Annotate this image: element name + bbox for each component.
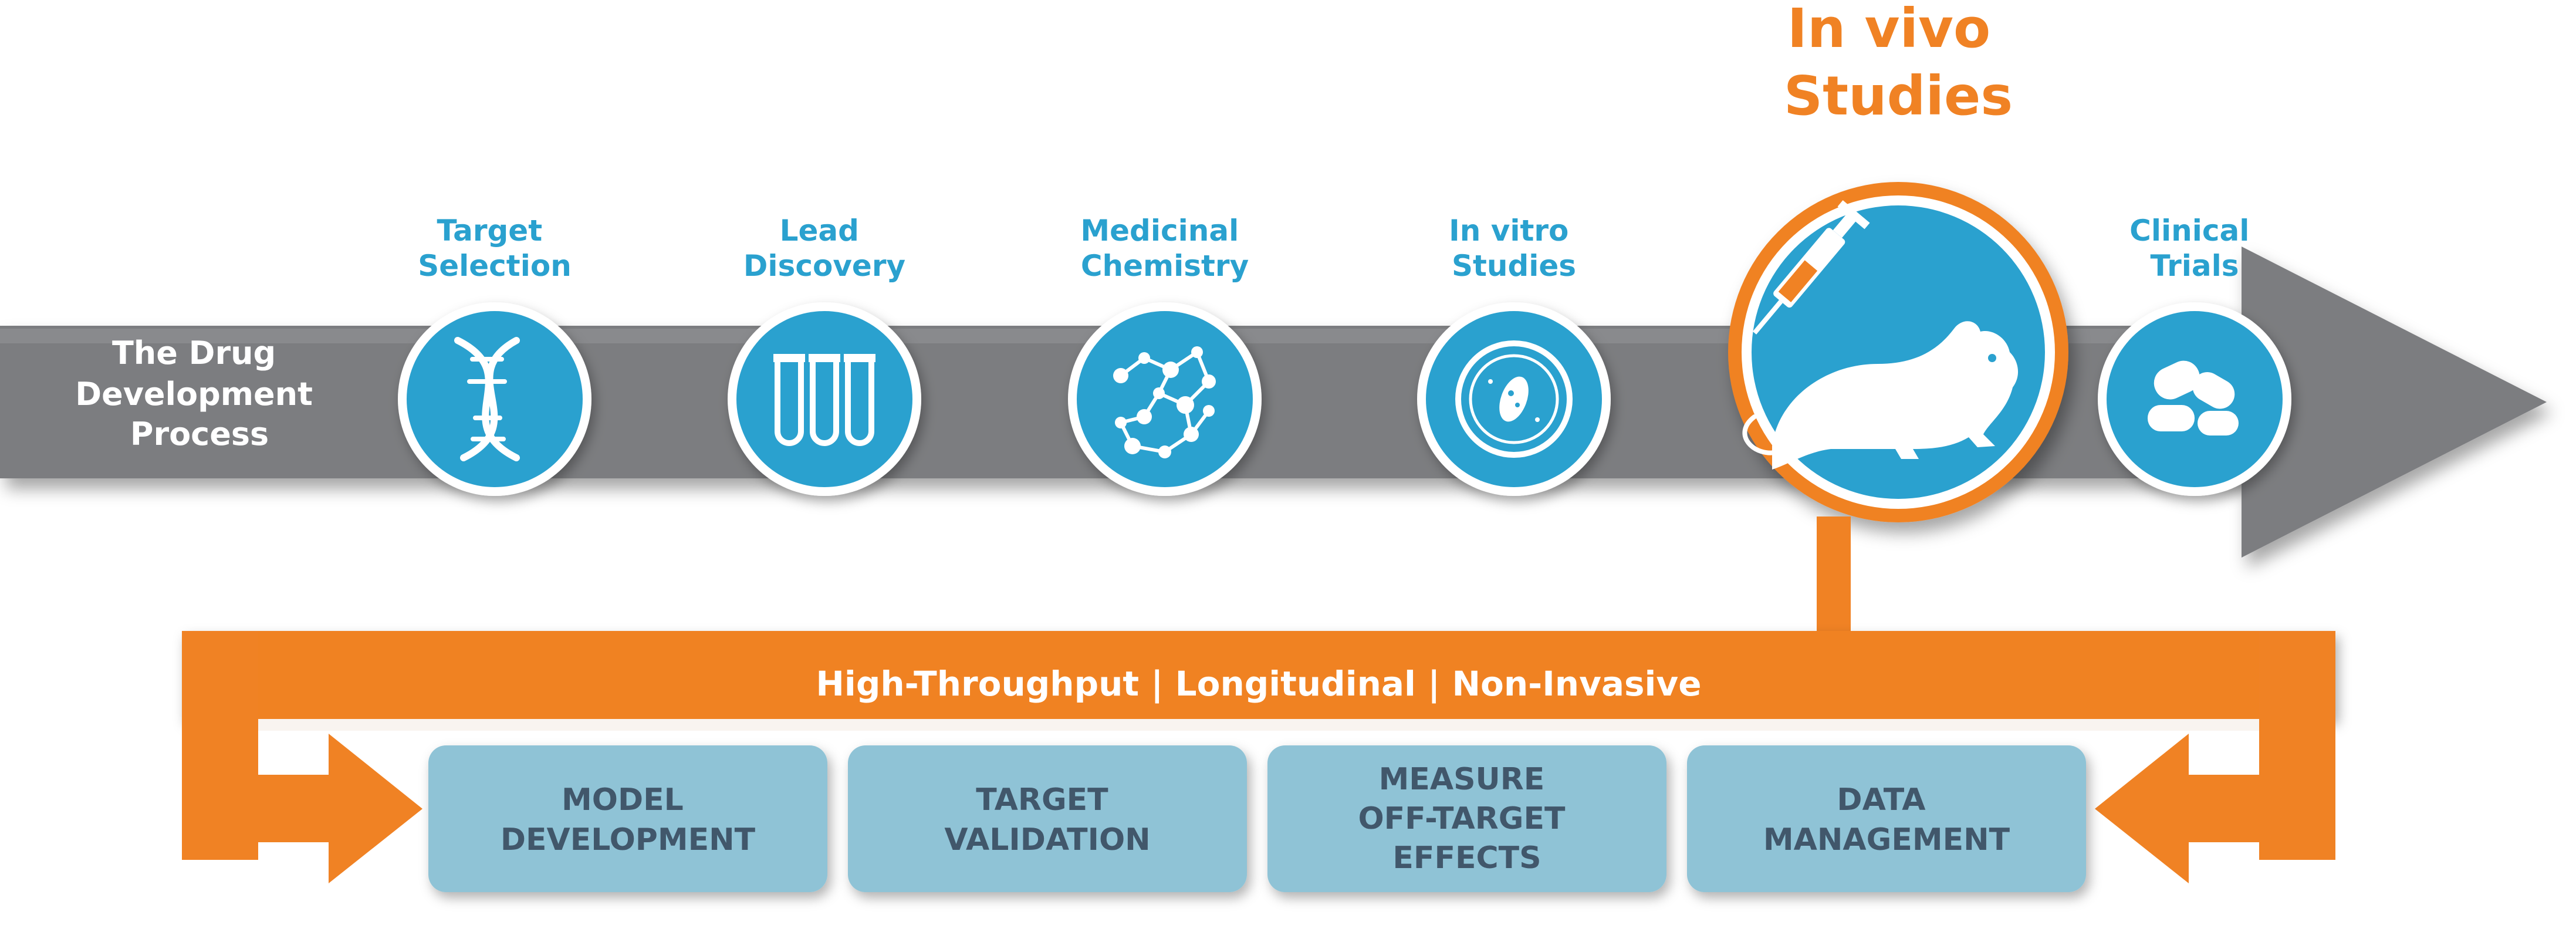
application-label: MEASURE OFF-TARGET EFFECTS: [1358, 762, 1576, 876]
test-tubes-icon: [773, 354, 875, 446]
application-label: TARGET VALIDATION: [944, 782, 1150, 858]
stage-label-highlighted: In vivo Studies: [1784, 0, 2013, 127]
petri-dish-icon: [1455, 340, 1573, 458]
attributes-label: High-Throughput | Longitudinal | Non-Inv…: [816, 664, 1701, 704]
stage-target-selection: Target Selection: [398, 214, 591, 496]
application-data-management: DATA MANAGEMENT: [1687, 745, 2086, 892]
mouse-syringe-icon: [1742, 200, 2019, 470]
molecule-icon: [1113, 346, 1216, 458]
stage-in-vivo-studies: In vivo Studies: [1728, 0, 2068, 522]
application-label: DATA MANAGEMENT: [1763, 782, 2010, 858]
stage-label: Clinical Trials: [2129, 214, 2260, 283]
stage-label: Lead Discovery: [743, 214, 905, 283]
stage-lead-discovery: Lead Discovery: [728, 214, 921, 496]
stage-in-vitro-studies: In vitro Studies: [1417, 214, 1611, 496]
stage-clinical-trials: Clinical Trials: [2098, 214, 2291, 496]
pills-icon: [2148, 360, 2239, 436]
application-label: MODEL DEVELOPMENT: [501, 782, 756, 858]
stage-label: In vitro Studies: [1449, 214, 1579, 283]
stage-label: Target Selection: [418, 214, 572, 283]
stage-label: Medicinal Chemistry: [1080, 214, 1249, 283]
process-label: The Drug Development Process: [75, 335, 324, 453]
stage-medicinal-chemistry: Medicinal Chemistry: [1068, 214, 1262, 496]
dna-icon: [454, 337, 520, 461]
application-model-development: MODEL DEVELOPMENT: [428, 745, 827, 892]
application-measure-off-target-effects: MEASURE OFF-TARGET EFFECTS: [1267, 745, 1666, 892]
application-target-validation: TARGET VALIDATION: [848, 745, 1247, 892]
